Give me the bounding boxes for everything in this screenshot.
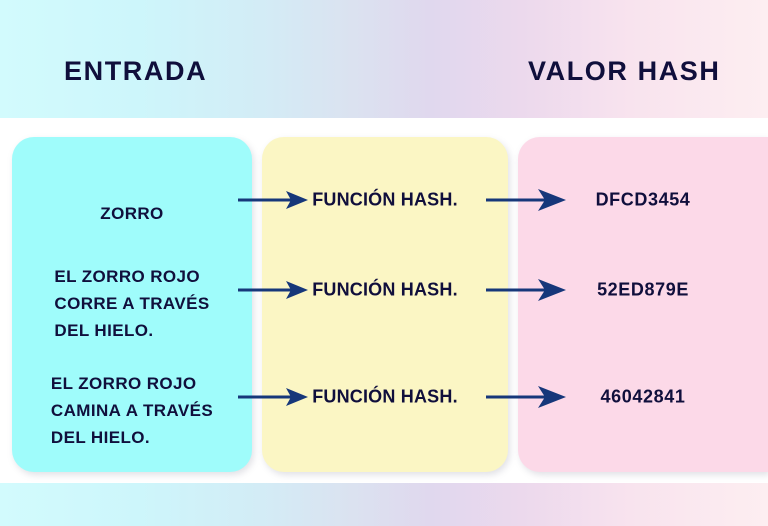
top-gradient-band [0, 0, 768, 118]
arrow-right-icon [238, 278, 308, 302]
hash-value: 46042841 [600, 386, 686, 407]
header-entrada: ENTRADA [64, 56, 208, 86]
hash-panel [518, 137, 768, 472]
input-text: ZORRO [12, 173, 252, 227]
bottom-gradient-band [0, 483, 768, 526]
function-label: FUNCIÓN HASH. [312, 279, 458, 300]
arrow-right-icon [238, 188, 308, 212]
input-text-value: ZORRO [100, 204, 164, 223]
arrow-right-icon [486, 278, 566, 302]
arrow-right-icon [486, 385, 566, 409]
input-panel [12, 137, 252, 472]
header-valor-hash: VALOR HASH [528, 56, 721, 86]
arrow-right-icon [486, 188, 566, 212]
function-label: FUNCIÓN HASH. [312, 189, 458, 210]
function-label: FUNCIÓN HASH. [312, 386, 458, 407]
hash-value: 52ED879E [597, 279, 689, 300]
hash-value: DFCD3454 [595, 189, 691, 210]
function-panel [262, 137, 508, 472]
column-headers: ENTRADA VALOR HASH [0, 0, 768, 118]
arrow-right-icon [238, 385, 308, 409]
